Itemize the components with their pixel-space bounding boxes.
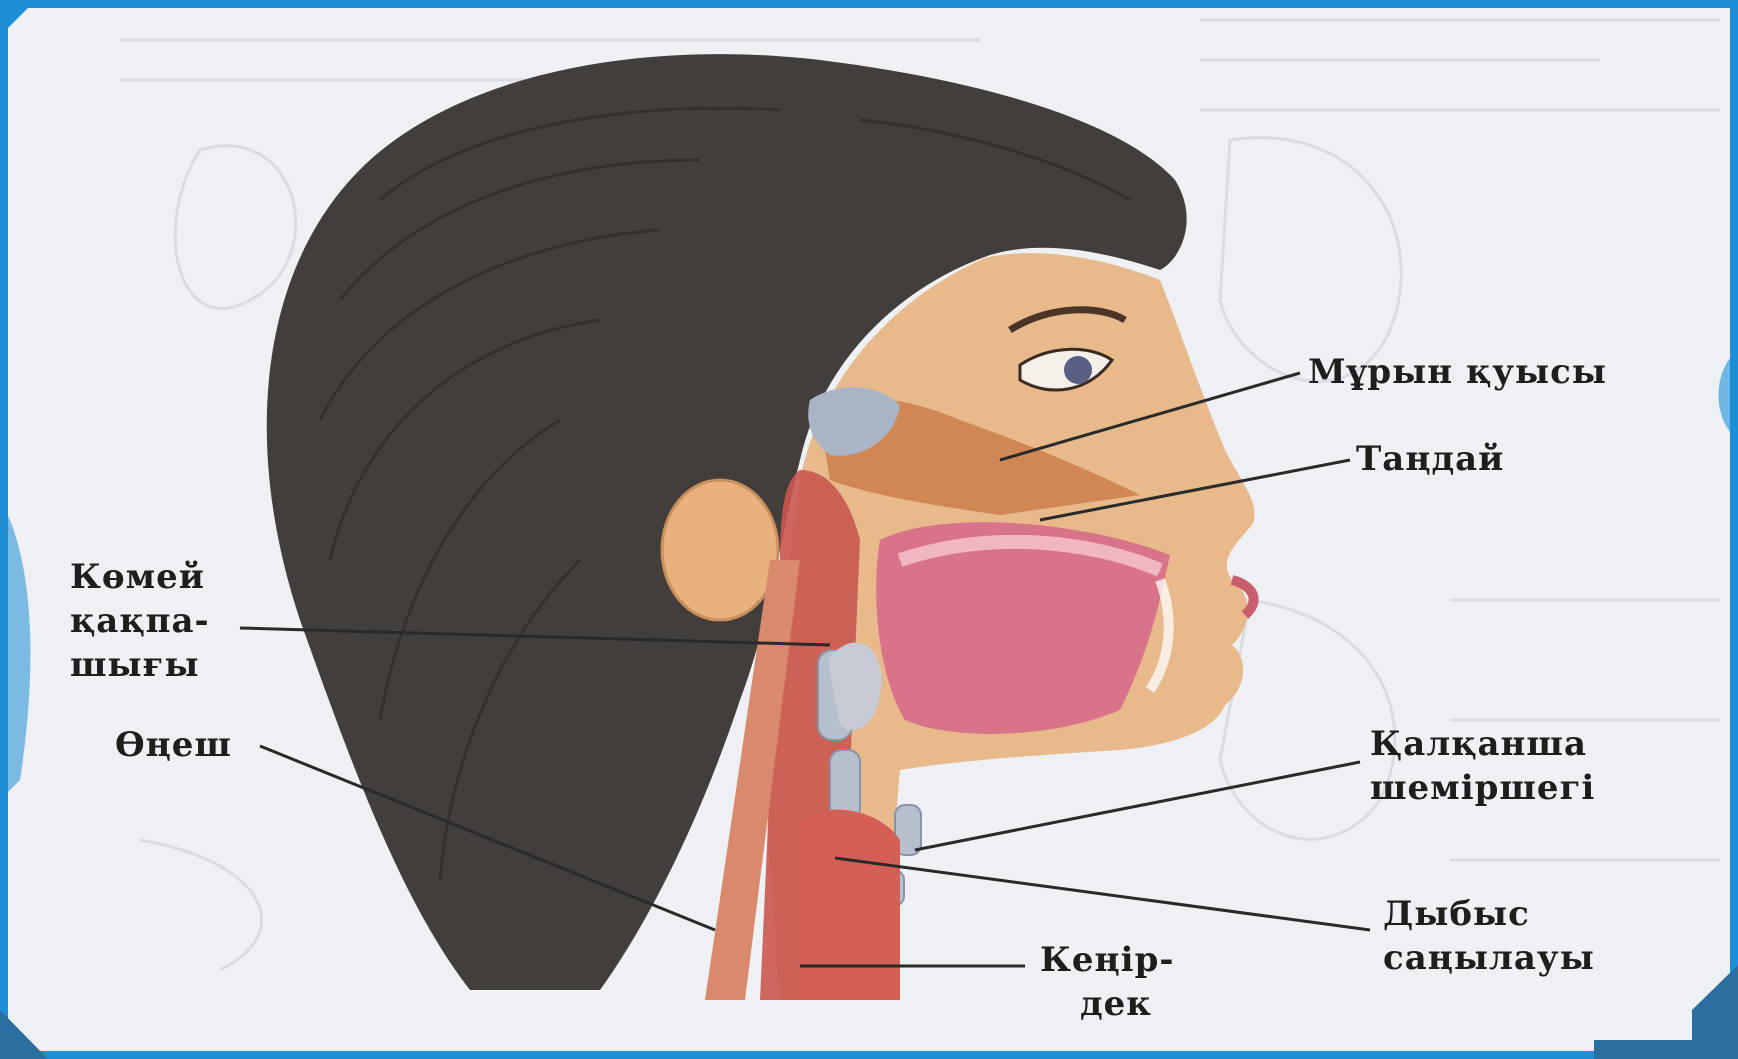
label-palate: Таңдай — [1356, 437, 1504, 481]
iris — [1064, 356, 1092, 384]
label-glottis: Дыбыс саңылауы — [1383, 892, 1595, 980]
larynx — [800, 810, 900, 1000]
frame-corner-bar — [1594, 1040, 1738, 1059]
label-esophagus: Өңеш — [115, 723, 232, 767]
label-epiglottis: Көмей қақпа- шығы — [70, 555, 210, 687]
label-nasal-cavity: Мұрын қуысы — [1308, 350, 1607, 394]
label-thyroid-cartilage: Қалқанша шеміршегі — [1370, 722, 1595, 810]
ear — [662, 480, 778, 620]
label-trachea: Кеңір- дек — [1040, 938, 1174, 1026]
